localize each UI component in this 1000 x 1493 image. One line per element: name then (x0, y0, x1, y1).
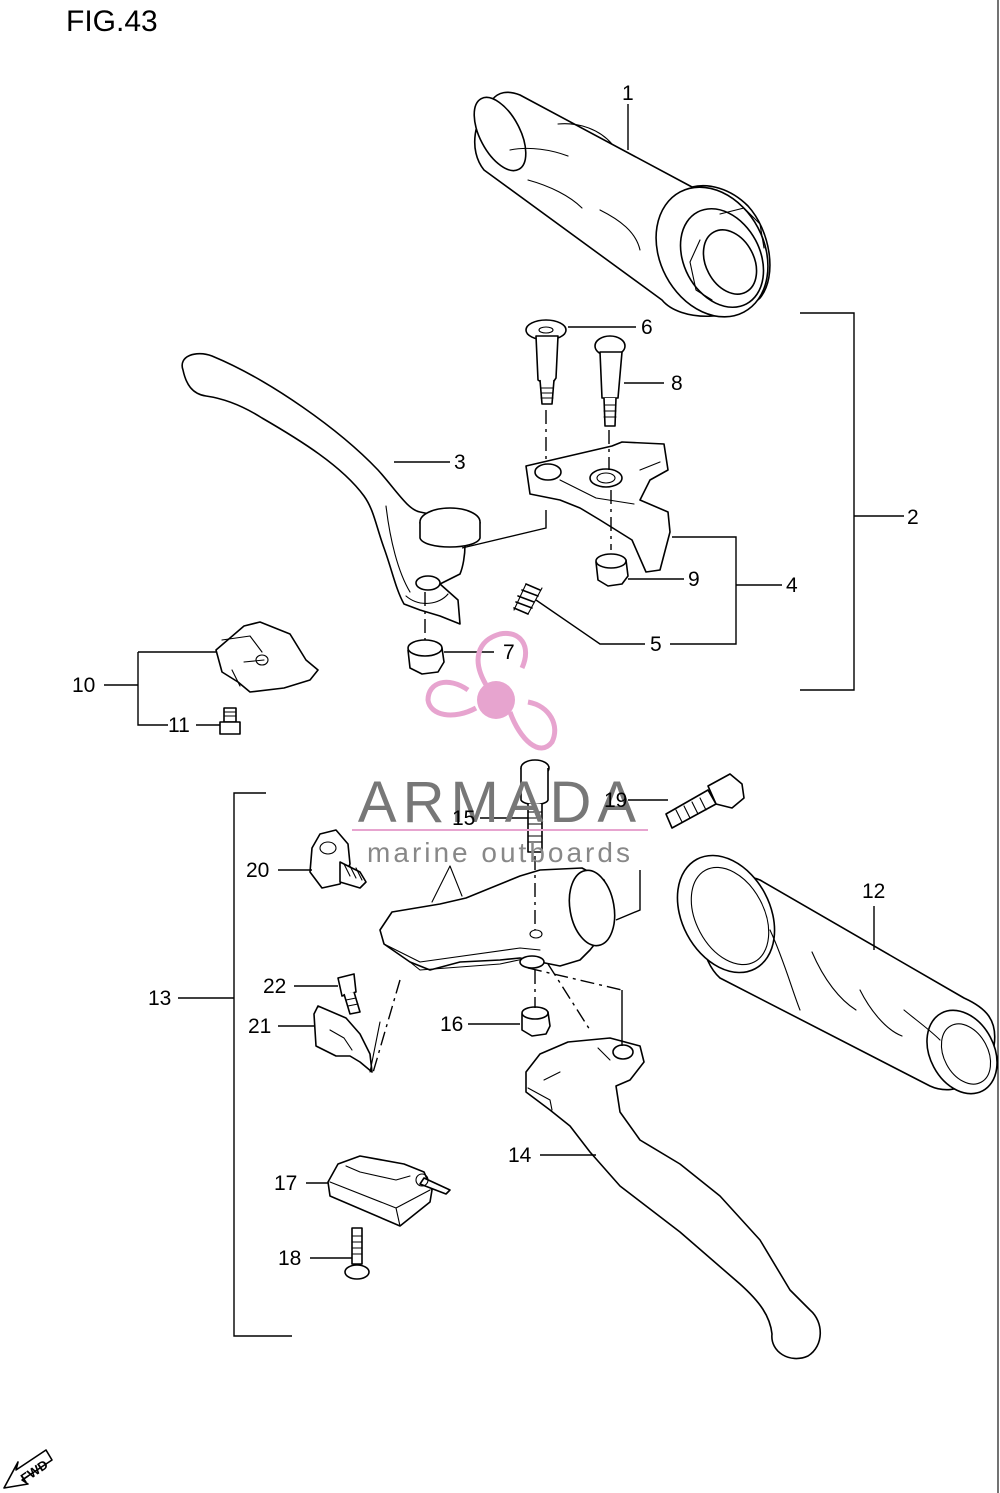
part-11-screw[interactable] (219, 707, 241, 735)
callout-11: 11 (168, 714, 190, 737)
callout-10: 10 (72, 674, 95, 697)
part-7-nut[interactable] (407, 639, 445, 675)
part-20-adjuster[interactable] (309, 829, 367, 889)
armada-watermark: ARMADA marine outboards (352, 630, 648, 868)
callout-6: 6 (641, 316, 653, 339)
part-21-bracket[interactable] (313, 1005, 381, 1073)
part-12-left-grip[interactable] (658, 839, 1000, 1106)
part-8-bolt[interactable] (594, 335, 626, 427)
part-17-switch[interactable] (327, 1155, 451, 1227)
part-18-screw[interactable] (344, 1227, 370, 1280)
callout-7: 7 (503, 641, 515, 664)
callout-1: 1 (622, 82, 634, 105)
part-5-spring[interactable] (513, 583, 543, 615)
callout-9: 9 (688, 568, 700, 591)
part-14-front-lever[interactable] (525, 1037, 822, 1360)
part-10-switch[interactable] (215, 621, 319, 693)
callout-21: 21 (248, 1015, 271, 1038)
propeller-logo-icon (425, 630, 558, 751)
callout-15: 15 (452, 807, 475, 830)
callout-17: 17 (274, 1172, 297, 1195)
figure-label: FIG.43 (66, 5, 158, 38)
part-1-throttle-grip[interactable] (464, 89, 790, 336)
fwd-arrow-icon: FWD (3, 1449, 53, 1489)
callout-16: 16 (440, 1013, 463, 1036)
callout-8: 8 (671, 372, 683, 395)
part-16-nut[interactable] (521, 1006, 551, 1037)
callout-5: 5 (650, 633, 662, 656)
callout-22: 22 (263, 975, 286, 998)
watermark-tagline: marine outboards (367, 837, 633, 868)
part-3-clutch-lever[interactable] (181, 352, 481, 625)
callout-19: 19 (604, 789, 627, 812)
callout-4: 4 (786, 574, 798, 597)
part-22-screw[interactable] (337, 973, 361, 1015)
part-6-bolt[interactable] (525, 319, 567, 405)
callout-leaders (104, 104, 904, 1337)
part-4-lever-holder[interactable] (525, 441, 671, 573)
callout-14: 14 (508, 1144, 532, 1167)
part-15-bolt[interactable] (520, 759, 550, 853)
part-13-lever-perch[interactable] (379, 865, 620, 971)
watermark-brand: ARMADA (358, 770, 642, 835)
part-19-bolt[interactable] (665, 773, 745, 829)
callout-12: 12 (862, 880, 885, 903)
callout-20: 20 (246, 859, 269, 882)
callout-2: 2 (907, 506, 919, 529)
callout-3: 3 (454, 451, 466, 474)
callout-13: 13 (148, 987, 171, 1010)
callout-numbers: 1 2 3 4 5 6 7 8 9 10 11 12 13 14 15 16 1… (72, 82, 919, 1270)
callout-18: 18 (278, 1247, 301, 1270)
part-9-nut[interactable] (595, 553, 629, 587)
assembly-centerlines (371, 410, 641, 1077)
